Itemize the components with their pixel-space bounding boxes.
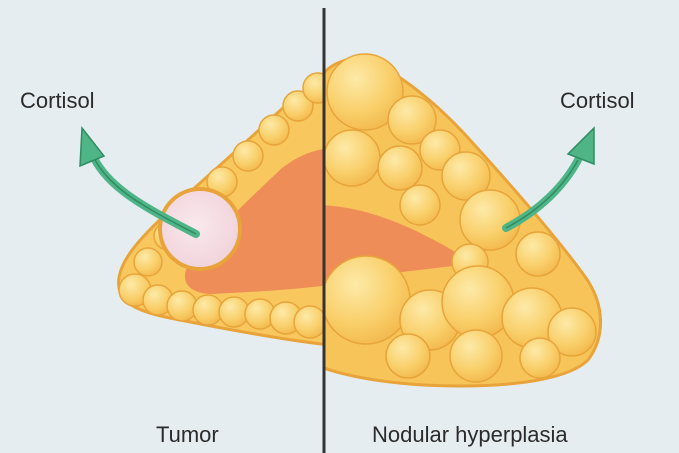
hyperplasia-half: [318, 54, 601, 386]
right-cortisol-label: Cortisol: [560, 88, 635, 114]
left-cortisol-label: Cortisol: [20, 88, 95, 114]
tumor-nodule: [160, 189, 240, 269]
hyperplasia-caption: Nodular hyperplasia: [372, 422, 568, 448]
tumor-caption: Tumor: [156, 422, 219, 448]
